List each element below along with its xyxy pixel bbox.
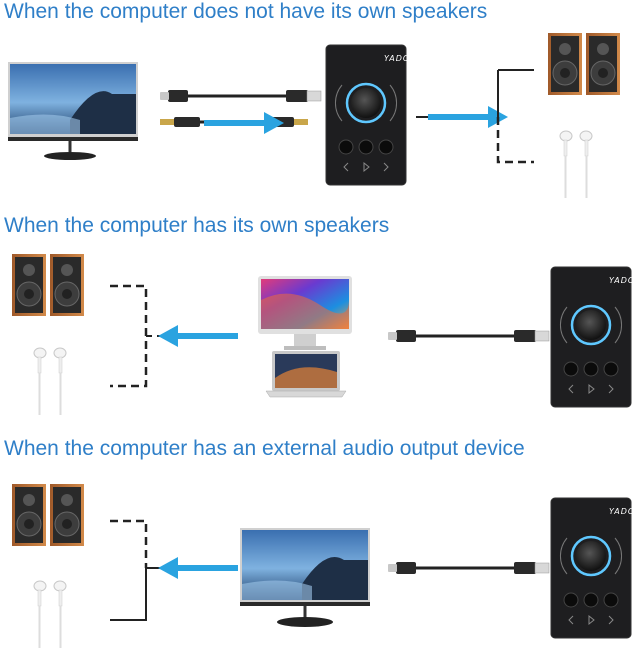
heading-own-speakers: When the computer has its own speakers <box>4 214 390 237</box>
usb-cable-icon <box>386 560 551 576</box>
arrow-icon <box>158 557 238 579</box>
arrow-icon <box>158 325 238 347</box>
speakers-icon <box>11 483 85 547</box>
connector-dashed-line <box>110 284 148 388</box>
speakers-icon <box>547 32 621 96</box>
monitor-icon <box>8 62 138 160</box>
audio-interface-device <box>549 265 637 409</box>
heading-external-device: When the computer has an external audio … <box>4 437 525 460</box>
earphones-icon <box>559 130 593 199</box>
arrow-icon <box>428 106 508 128</box>
audio-interface-device: YADO <box>324 43 412 187</box>
earphones-icon <box>33 347 67 416</box>
audio-interface-device <box>549 496 637 640</box>
connector-dashed-line <box>496 117 534 164</box>
monitor-icon <box>258 276 352 350</box>
laptop-icon <box>265 351 347 398</box>
brand-logo: YADO <box>384 54 410 63</box>
usb-cable-icon <box>386 328 551 344</box>
heading-no-own-speakers: When the computer does not have its own … <box>4 0 488 23</box>
usb-cable-icon <box>158 88 323 104</box>
connector-line <box>110 568 147 621</box>
earphones-icon <box>33 580 67 649</box>
arrow-icon <box>204 112 284 134</box>
speakers-icon <box>11 253 85 317</box>
connector-dashed-line <box>110 519 148 568</box>
monitor-icon <box>240 528 370 627</box>
